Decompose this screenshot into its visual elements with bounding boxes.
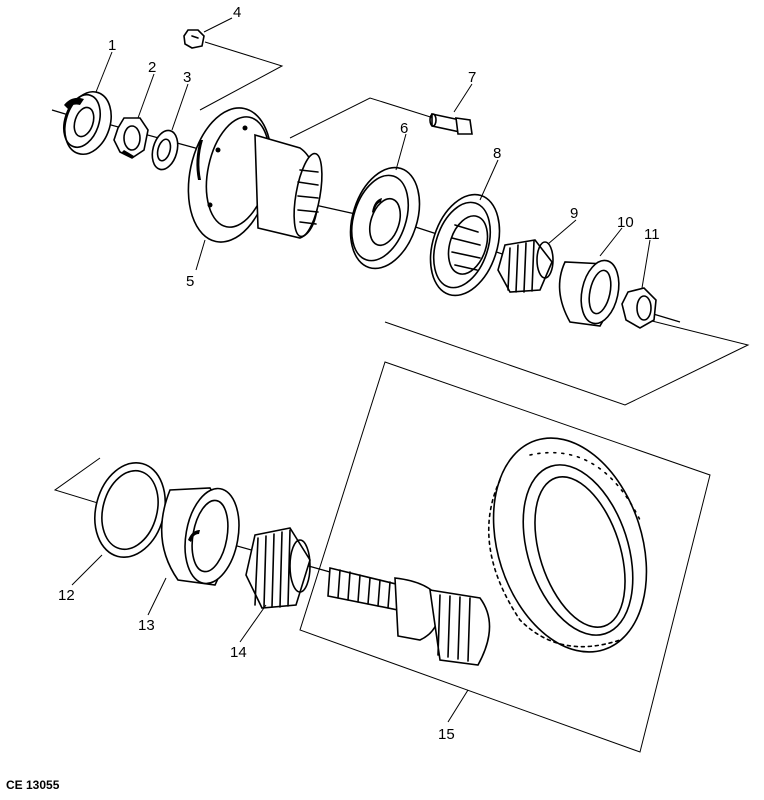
part-15-gear-set (299, 361, 711, 753)
callout-labels: 1 2 3 4 5 6 7 8 9 10 11 12 13 14 15 CE 1… (6, 4, 660, 792)
part-1-seal (63, 91, 112, 155)
part-4-nut (183, 29, 205, 49)
callout-11: 11 (644, 226, 660, 243)
callout-14: 14 (230, 644, 247, 661)
callout-10: 10 (617, 214, 634, 231)
part-9-bearing-cone (497, 239, 554, 293)
leader-lines (71, 17, 651, 723)
callout-8: 8 (493, 145, 501, 162)
callout-13: 13 (138, 617, 155, 634)
part-5-flange (187, 107, 323, 243)
callout-3: 3 (183, 69, 191, 86)
callout-1: 1 (108, 37, 116, 54)
callout-15: 15 (438, 726, 455, 743)
part-12-shim (94, 462, 166, 558)
part-8-bearing-cup (429, 193, 501, 297)
part-13-bearing-cup (160, 487, 240, 586)
figure-code: CE 13055 (6, 778, 60, 792)
callout-7: 7 (468, 69, 476, 86)
part-3-washer (151, 129, 179, 171)
part-6-seal (349, 166, 421, 270)
callout-4: 4 (233, 4, 241, 21)
part-7-bolt (429, 113, 473, 135)
part-14-bearing-cone (245, 527, 311, 609)
callout-5: 5 (186, 273, 194, 290)
callout-12: 12 (58, 587, 75, 604)
callout-6: 6 (400, 120, 408, 137)
part-11-nut (621, 287, 657, 329)
part-10-bearing-cup (558, 259, 620, 327)
callout-2: 2 (148, 59, 156, 76)
callout-9: 9 (570, 205, 578, 222)
part-2-nut (113, 117, 149, 159)
